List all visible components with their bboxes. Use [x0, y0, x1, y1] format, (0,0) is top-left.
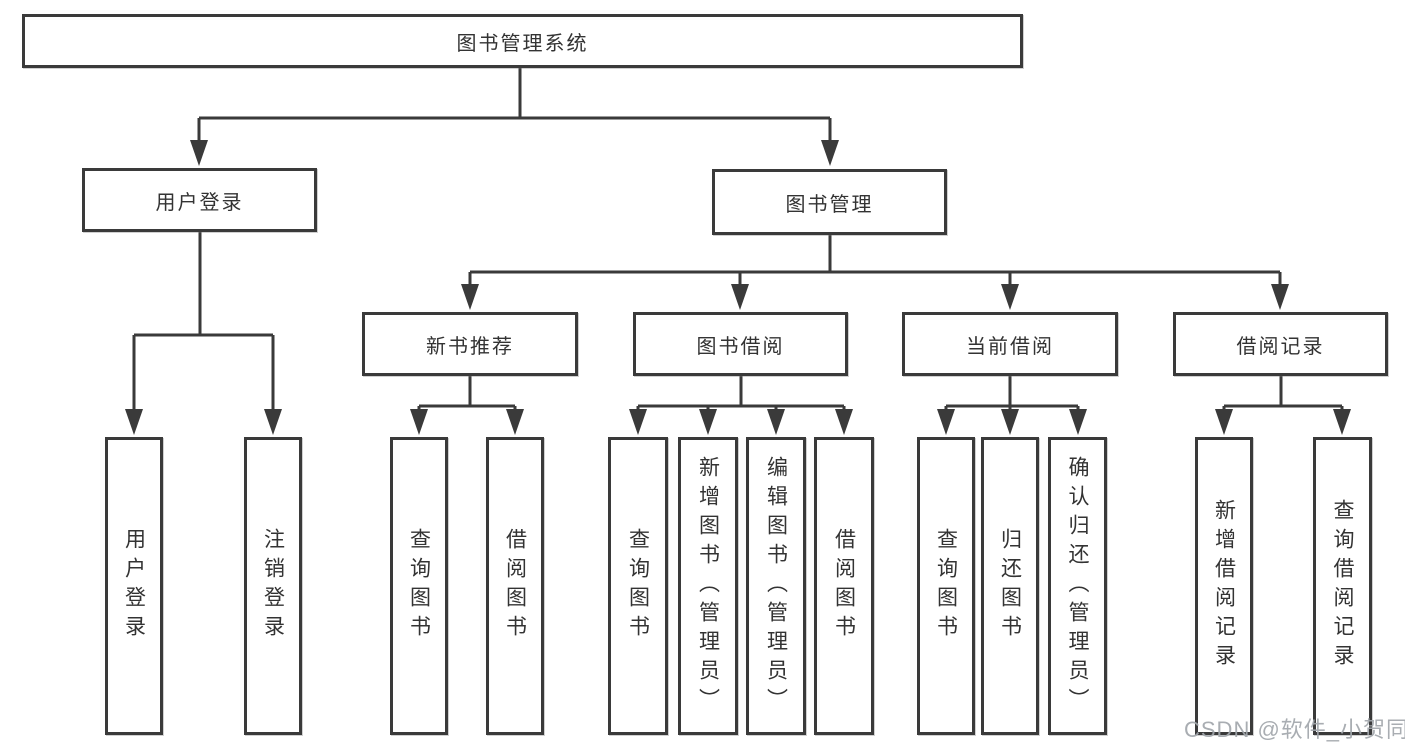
leaf-query-borrow-record: 查询借阅记录 [1313, 437, 1372, 735]
csdn-watermark: CSDN @软件_小贺同学 [1184, 717, 1405, 742]
leaf-confirm-return-admin: 确认归还（管理员） [1048, 437, 1107, 735]
leaf-add-books-admin: 新增图书（管理员） [678, 437, 738, 735]
arrowheads [125, 140, 1351, 435]
leaf-recommend-query-books: 查询图书 [390, 437, 448, 735]
leaf-return-books: 归还图书 [981, 437, 1039, 735]
leaf-add-borrow-record: 新增借阅记录 [1195, 437, 1253, 735]
node-book-borrow: 图书借阅 [633, 312, 848, 376]
node-borrow-records: 借阅记录 [1173, 312, 1388, 376]
node-new-book-recommend: 新书推荐 [362, 312, 578, 376]
leaf-borrow-books: 借阅图书 [814, 437, 874, 735]
leaf-user-login: 用户登录 [105, 437, 163, 735]
leaf-recommend-borrow-books: 借阅图书 [486, 437, 544, 735]
node-user-login: 用户登录 [82, 168, 317, 232]
node-book-management: 图书管理 [712, 169, 947, 235]
leaf-edit-books-admin: 编辑图书（管理员） [746, 437, 806, 735]
node-root-library-system: 图书管理系统 [22, 14, 1023, 68]
leaf-current-query-books: 查询图书 [917, 437, 975, 735]
leaf-borrow-query-books: 查询图书 [608, 437, 668, 735]
node-current-borrow: 当前借阅 [902, 312, 1118, 376]
leaf-logout: 注销登录 [244, 437, 302, 735]
